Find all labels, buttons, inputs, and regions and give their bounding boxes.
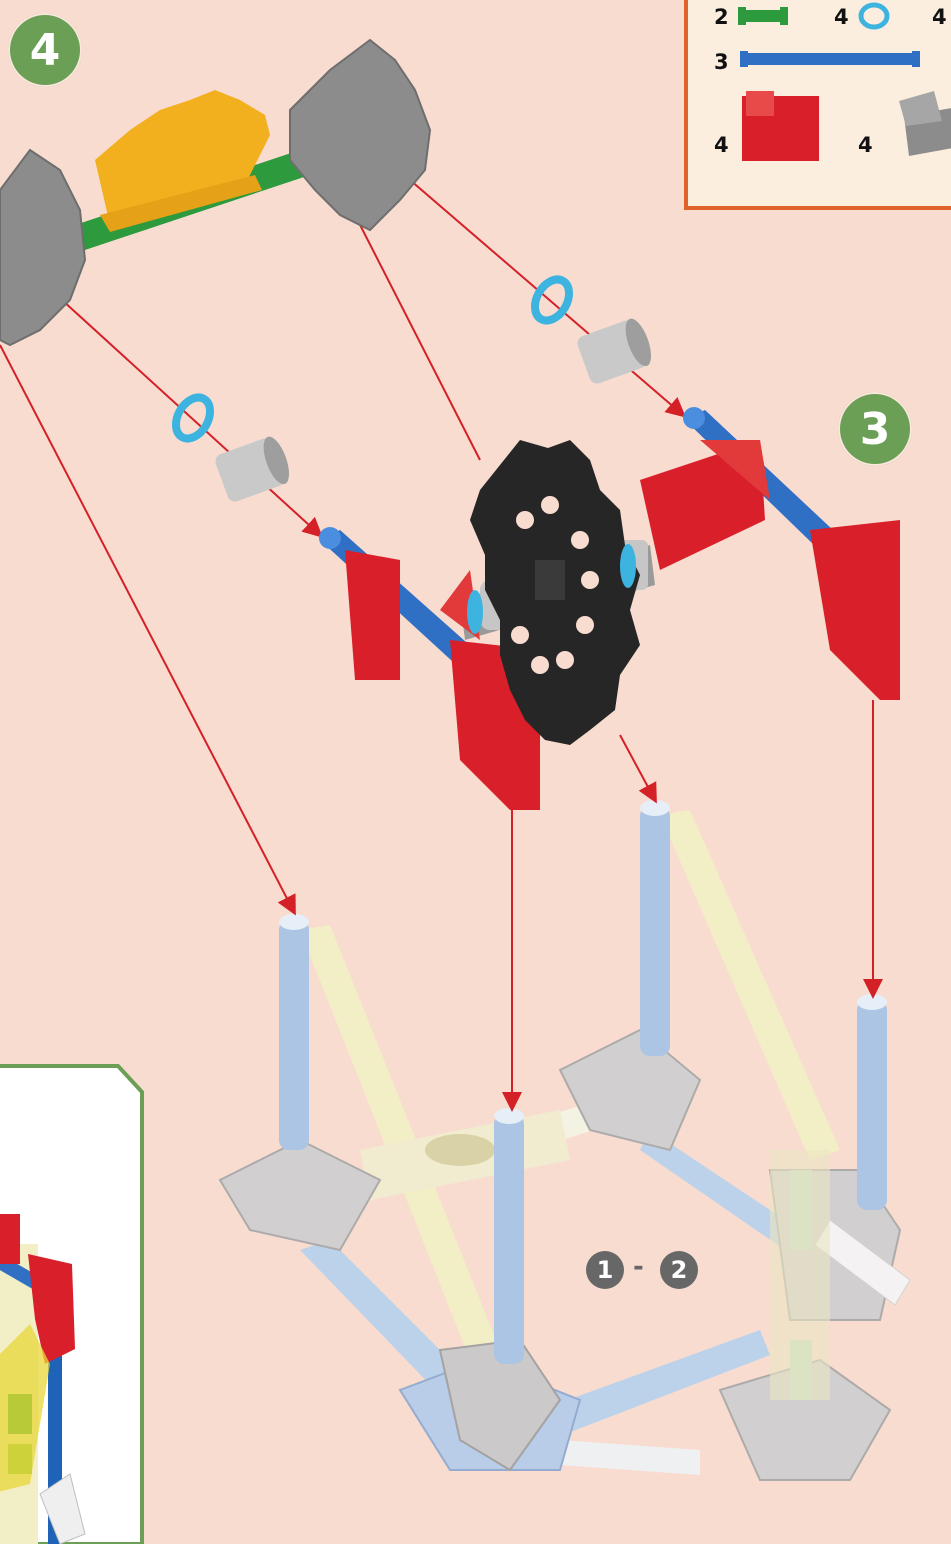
red-connector-icon (742, 91, 819, 161)
step-4-badge: 4 (8, 13, 82, 87)
part-count-blue-rod: 3 (714, 50, 729, 74)
base-frame (220, 800, 910, 1480)
ref-step-2-badge: 2 (660, 1251, 698, 1289)
step4-top-assembly (0, 40, 430, 345)
part-count-grey-cut: 4 (932, 5, 947, 29)
grey-connector-icon (899, 91, 951, 156)
part-count-grey-connector: 4 (858, 133, 873, 157)
green-rod-icon (738, 7, 788, 25)
part-count-green-rod: 2 (714, 5, 729, 29)
inset-callout (0, 1064, 144, 1544)
step-3-badge: 3 (838, 392, 912, 466)
parts-list-box: 2 4 4 3 4 4 (684, 0, 951, 210)
parts-list-icons (684, 0, 951, 210)
ref-dash: - (633, 1252, 644, 1282)
ref-step-1-badge: 1 (586, 1251, 624, 1289)
part-count-blue-ring: 4 (834, 5, 849, 29)
blue-rod-icon (740, 51, 920, 67)
step3-assembly (319, 407, 900, 810)
blue-ring-icon (861, 5, 887, 27)
part-count-red-connector: 4 (714, 133, 729, 157)
